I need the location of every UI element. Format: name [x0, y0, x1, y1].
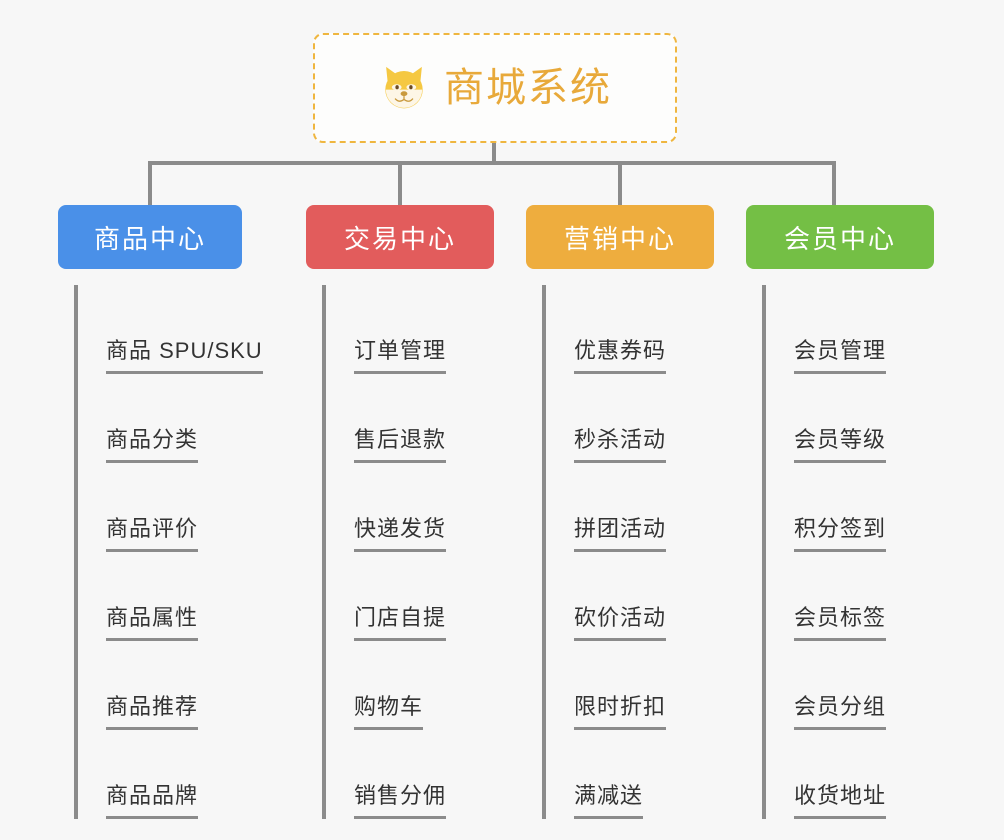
leaf-list-trade: 订单管理 售后退款 快递发货 门店自提 购物车 销售分佣	[322, 285, 536, 819]
connector-drop-1	[398, 161, 402, 205]
leaf-list-marketing: 优惠券码 秒杀活动 拼团活动 砍价活动 限时折扣 满减送	[542, 285, 756, 819]
category-box-product[interactable]: 商品中心	[58, 205, 242, 269]
list-item[interactable]: 购物车	[326, 641, 536, 730]
branch-column-trade: 交易中心 订单管理 售后退款 快递发货 门店自提 购物车 销售分佣	[306, 205, 536, 835]
leaf-label: 订单管理	[354, 333, 447, 374]
list-item[interactable]: 商品评价	[78, 463, 288, 552]
list-item[interactable]: 积分签到	[766, 463, 976, 552]
leaf-label: 商品品牌	[106, 778, 199, 819]
root-title: 商城系统	[444, 66, 612, 110]
leaf-label: 销售分佣	[354, 778, 447, 819]
list-item[interactable]: 订单管理	[326, 285, 536, 374]
list-item[interactable]: 会员管理	[766, 285, 976, 374]
list-item[interactable]: 收货地址	[766, 730, 976, 819]
leaf-label: 优惠券码	[574, 333, 667, 374]
leaf-label: 会员分组	[794, 689, 887, 730]
leaf-label: 会员标签	[794, 600, 887, 641]
leaf-label: 会员等级	[794, 422, 887, 463]
list-item[interactable]: 会员等级	[766, 374, 976, 463]
list-item[interactable]: 优惠券码	[546, 285, 756, 374]
leaf-label: 售后退款	[354, 422, 447, 463]
connector-drop-2	[618, 161, 622, 205]
leaf-label: 商品分类	[106, 422, 199, 463]
branch-column-marketing: 营销中心 优惠券码 秒杀活动 拼团活动 砍价活动 限时折扣 满减送	[526, 205, 756, 835]
list-item[interactable]: 商品 SPU/SKU	[78, 285, 288, 374]
leaf-label: 收货地址	[794, 778, 887, 819]
list-item[interactable]: 快递发货	[326, 463, 536, 552]
branch-column-product: 商品中心 商品 SPU/SKU 商品分类 商品评价 商品属性 商品推荐 商品品牌	[58, 205, 288, 835]
category-box-trade[interactable]: 交易中心	[306, 205, 494, 269]
branch-column-member: 会员中心 会员管理 会员等级 积分签到 会员标签 会员分组 收货地址	[746, 205, 976, 835]
leaf-label: 满减送	[574, 778, 644, 819]
leaf-label: 门店自提	[354, 600, 447, 641]
dog-face-icon	[385, 66, 423, 109]
list-item[interactable]: 会员分组	[766, 641, 976, 730]
list-item[interactable]: 会员标签	[766, 552, 976, 641]
list-item[interactable]: 商品推荐	[78, 641, 288, 730]
leaf-label: 秒杀活动	[574, 422, 667, 463]
leaf-label: 限时折扣	[574, 689, 667, 730]
connector-drop-3	[832, 161, 836, 205]
root-node-mall-system[interactable]: 商城系统	[313, 33, 677, 143]
leaf-label: 会员管理	[794, 333, 887, 374]
list-item[interactable]: 商品属性	[78, 552, 288, 641]
list-item[interactable]: 售后退款	[326, 374, 536, 463]
leaf-label: 砍价活动	[574, 600, 667, 641]
leaf-label: 购物车	[354, 689, 424, 730]
list-item[interactable]: 秒杀活动	[546, 374, 756, 463]
list-item[interactable]: 满减送	[546, 730, 756, 819]
leaf-label: 快递发货	[354, 511, 447, 552]
leaf-label: 商品属性	[106, 600, 199, 641]
leaf-label: 商品评价	[106, 511, 199, 552]
connector-root-stem	[492, 143, 496, 165]
leaf-label: 拼团活动	[574, 511, 667, 552]
category-box-member[interactable]: 会员中心	[746, 205, 934, 269]
list-item[interactable]: 砍价活动	[546, 552, 756, 641]
connector-drop-0	[148, 161, 152, 205]
leaf-list-product: 商品 SPU/SKU 商品分类 商品评价 商品属性 商品推荐 商品品牌	[74, 285, 288, 819]
list-item[interactable]: 拼团活动	[546, 463, 756, 552]
list-item[interactable]: 限时折扣	[546, 641, 756, 730]
connector-horizontal-bus	[148, 161, 836, 165]
leaf-label: 积分签到	[794, 511, 887, 552]
list-item[interactable]: 门店自提	[326, 552, 536, 641]
category-box-marketing[interactable]: 营销中心	[526, 205, 714, 269]
leaf-label: 商品 SPU/SKU	[106, 333, 263, 374]
list-item[interactable]: 商品品牌	[78, 730, 288, 819]
leaf-list-member: 会员管理 会员等级 积分签到 会员标签 会员分组 收货地址	[762, 285, 976, 819]
leaf-label: 商品推荐	[106, 689, 199, 730]
list-item[interactable]: 销售分佣	[326, 730, 536, 819]
list-item[interactable]: 商品分类	[78, 374, 288, 463]
